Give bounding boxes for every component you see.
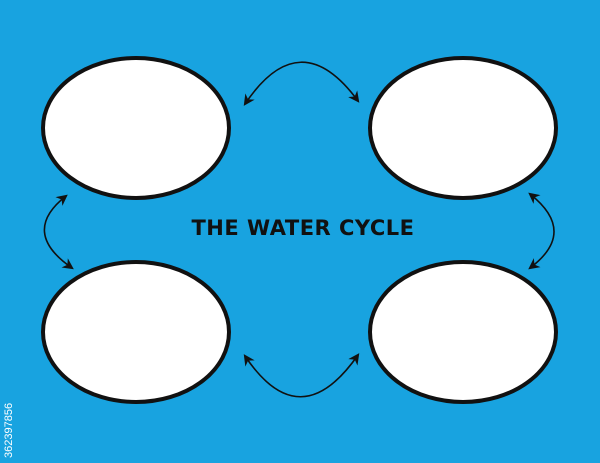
stage-box-top-right[interactable] <box>368 56 558 200</box>
stage-box-top-left[interactable] <box>41 56 231 200</box>
arrow-top <box>243 61 360 106</box>
stage-box-bottom-right[interactable] <box>368 260 558 404</box>
diagram-title: THE WATER CYCLE <box>191 216 415 240</box>
arrow-bottom <box>243 353 360 398</box>
arrow-right <box>528 192 555 270</box>
stage-box-bottom-left[interactable] <box>41 260 231 404</box>
stock-id-label: 362397856 <box>3 402 15 458</box>
arrow-left <box>43 194 74 270</box>
